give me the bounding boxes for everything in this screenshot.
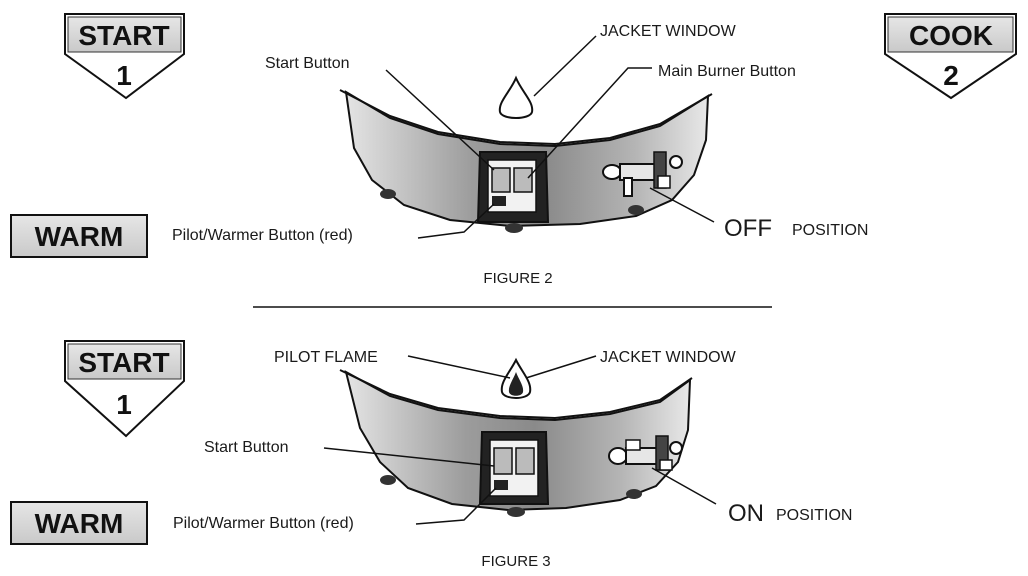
- warm-badge-word: WARM: [35, 508, 124, 539]
- figure-2: START 1 COOK 2 WARM: [10, 13, 1017, 287]
- cook-badge-number: 2: [943, 60, 959, 91]
- position-label-main: OFF: [724, 215, 772, 242]
- main-burner-button-shape: [515, 447, 535, 475]
- cook-badge: COOK 2: [884, 13, 1017, 100]
- warm-badge-word: WARM: [35, 221, 124, 252]
- start-button-label: Start Button: [265, 55, 350, 72]
- start-button-shape: [491, 167, 511, 193]
- start-badge-word: START: [78, 347, 169, 378]
- warm-badge: WARM: [10, 501, 148, 545]
- warm-badge: WARM: [10, 214, 148, 258]
- figure-3-leader-lines: [323, 355, 717, 525]
- control-panel: [476, 151, 550, 223]
- start-badge-number: 1: [116, 60, 132, 91]
- start-button-label: Start Button: [204, 439, 289, 456]
- jacket-window-label: JACKET WINDOW: [600, 23, 737, 40]
- control-panel: [478, 431, 550, 505]
- start-badge-word: START: [78, 20, 169, 51]
- jacket-window-label: JACKET WINDOW: [600, 349, 737, 366]
- start-badge-number: 1: [116, 389, 132, 420]
- pilot-flame-icon: [508, 372, 524, 396]
- pilot-warmer-button-shape: [494, 480, 508, 490]
- main-burner-button-shape: [513, 167, 533, 193]
- figure-3: START 1 WARM: [10, 340, 852, 570]
- main-burner-button-label: Main Burner Button: [658, 63, 796, 80]
- start-button-shape: [493, 447, 513, 475]
- pilot-warmer-button-label: Pilot/Warmer Button (red): [173, 515, 354, 532]
- jacket-window-icon: [498, 75, 534, 119]
- pilot-warmer-button-shape: [492, 196, 506, 206]
- position-label-suffix: POSITION: [792, 222, 868, 239]
- start-badge: START 1: [64, 13, 185, 100]
- gas-valve-icon: [608, 435, 683, 471]
- cook-badge-word: COOK: [909, 20, 993, 51]
- pilot-warmer-button-label: Pilot/Warmer Button (red): [172, 227, 353, 244]
- figure-2-caption: FIGURE 2: [483, 270, 552, 287]
- figure-3-caption: FIGURE 3: [481, 553, 550, 570]
- position-label-suffix: POSITION: [776, 507, 852, 524]
- figure-2-leader-lines: [385, 35, 715, 239]
- start-badge: START 1: [64, 340, 185, 438]
- position-label-main: ON: [728, 500, 764, 527]
- gas-valve-icon: [602, 151, 683, 197]
- pilot-flame-label: PILOT FLAME: [274, 349, 378, 366]
